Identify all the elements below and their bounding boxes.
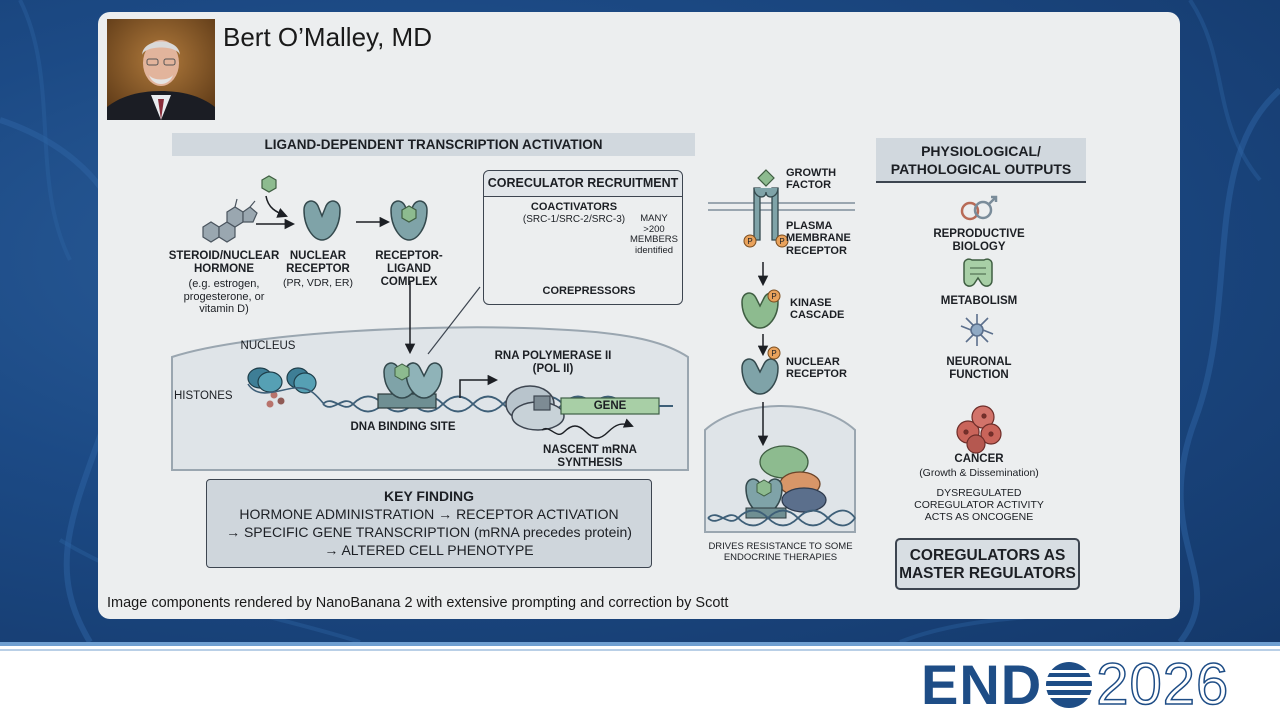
key-finding-line-1: HORMONE ADMINISTRATION → RECEPTOR ACTIVA… [239, 506, 619, 522]
endo-2026-logo: END 2026 [921, 652, 1230, 717]
master-regulators-box: COREGULATORS AS MASTER REGULATORS [895, 538, 1080, 590]
phospho-label-left: P [747, 237, 752, 246]
intestine-icon [963, 258, 993, 287]
nascent-mrna-label: NASCENT mRNA SYNTHESIS [543, 444, 637, 469]
receptor-ligand-complex-icon [390, 200, 428, 241]
phospho-label-nr: P [771, 349, 776, 358]
middle-dna-helix [707, 509, 856, 527]
growth-factor-icon [757, 169, 775, 187]
phospho-label-right: P [779, 237, 784, 246]
growth-factor-label: GROWTH FACTOR [786, 167, 837, 192]
cancer-sublabel: (Growth & Dissemination) [919, 467, 1039, 479]
receptor-ligand-complex-label: RECEPTOR-LIGAND COMPLEX [375, 250, 443, 288]
nuclear-receptor-icon [303, 200, 341, 241]
kinase-icon: P [741, 289, 781, 329]
speaker-photo [107, 19, 215, 120]
image-credit: Image components rendered by NanoBanana … [107, 595, 729, 611]
speaker-name: Bert O’Malley, MD [223, 22, 432, 52]
gender-symbols-icon [960, 195, 998, 221]
coactivators-sublabel: (SRC-1/SRC-2/SRC-3) [522, 214, 626, 225]
transcription-activation-header: LIGAND-DEPENDENT TRANSCRIPTION ACTIVATIO… [172, 133, 695, 156]
gene-label: GENE [593, 400, 627, 412]
diagram-graphics: P P P P [171, 169, 1002, 533]
metabolism-label: METABOLISM [940, 295, 1018, 307]
steroid-hormone-icon [202, 198, 258, 243]
dna-binding-site-label: DNA BINDING SITE [350, 421, 456, 433]
rna-polymerase-icon [505, 385, 565, 431]
cancer-label: CANCER [954, 453, 1004, 465]
coregulator-box-title: CORECULATOR RECRUITMENT [484, 171, 682, 197]
pol2-label: RNA POLYMERASE II (POL II) [494, 350, 612, 375]
histones-icon [247, 367, 325, 408]
footer-stripe [0, 642, 1280, 646]
mrna-strand [541, 418, 634, 439]
outputs-header: PHYSIOLOGICAL/ PATHOLOGICAL OUTPUTS [876, 138, 1086, 183]
cancer-cells-icon [956, 405, 1002, 454]
dysregulated-note: DYSREGULATED COREGULATOR ACTIVITY ACTS A… [914, 487, 1044, 524]
key-finding-line-3: → ALTERED CELL PHENOTYPE [324, 542, 534, 558]
footer-stripe-white [0, 646, 1280, 649]
corepressors-label: COREPRESSORS [542, 285, 636, 297]
reproductive-biology-label: REPRODUCTIVE BIOLOGY [933, 228, 1025, 253]
key-finding-box: KEY FINDING HORMONE ADMINISTRATION → REC… [206, 479, 652, 568]
nuclear-receptor-label: NUCLEAR RECEPTOR [286, 250, 350, 275]
key-finding-title: KEY FINDING [384, 488, 474, 504]
phospho-label-kinase: P [771, 292, 776, 301]
endocrine-resistance-note: DRIVES RESISTANCE TO SOME ENDOCRINE THER… [708, 541, 853, 563]
outputs-panel: PHYSIOLOGICAL/ PATHOLOGICAL OUTPUTS [875, 136, 1087, 604]
membrane-receptor-icon [753, 187, 779, 241]
nuclear-receptor-sublabel: (PR, VDR, ER) [282, 277, 353, 289]
dna-bound-receptor-icon [377, 362, 443, 409]
globe-icon [1046, 662, 1093, 708]
histones-label: HISTONES [174, 390, 233, 402]
hormone-label: STEROID/NUCLEAR HORMONE [168, 250, 280, 275]
coactivators-label: COACTIVATORS [530, 201, 618, 213]
logo-year: 2026 [1095, 652, 1230, 717]
ligand-hexagon-icon [261, 175, 277, 193]
neuronal-function-label: NEURONAL FUNCTION [946, 356, 1012, 381]
speaker-portrait-image [107, 19, 215, 120]
hormone-sublabel: (e.g. estrogen, progesterone, or vitamin… [183, 278, 265, 316]
phospho-nuclear-receptor-icon: P [741, 346, 781, 395]
footer-stripe-light [0, 649, 1280, 651]
membrane-receptor-label: PLASMA MEMBRANE RECEPTOR [786, 220, 851, 257]
kinase-cascade-label: KINASE CASCADE [790, 297, 845, 322]
logo-brand: END [921, 653, 1043, 716]
plasma-membrane [708, 202, 855, 211]
middle-nuclear-receptor-label: NUCLEAR RECEPTOR [786, 356, 847, 381]
nucleus-label: NUCLEUS [240, 340, 296, 352]
key-finding-line-2: → SPECIFIC GENE TRANSCRIPTION (mRNA prec… [226, 524, 632, 540]
neuron-icon [960, 314, 994, 346]
many-members-note: MANY >200 MEMBERS identified [629, 213, 679, 256]
coregulator-recruitment-box: CORECULATOR RECRUITMENT COACTIVATORS (SR… [483, 170, 683, 305]
slide-card: Bert O’Malley, MD LIGAND-DEPENDENT TRANS… [98, 12, 1180, 619]
